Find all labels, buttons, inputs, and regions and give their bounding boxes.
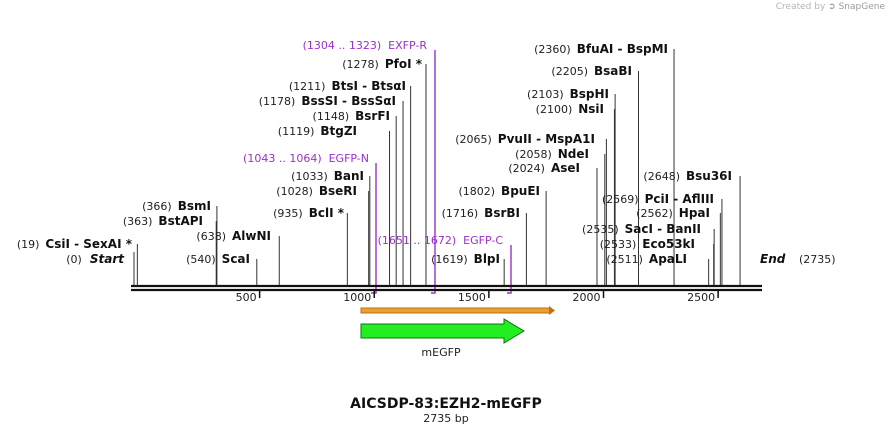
- scale-label-500: 500: [236, 291, 257, 304]
- end-label: End: [760, 252, 786, 266]
- site-pos-blpi: (1619): [431, 253, 468, 266]
- site-name-bsrfi[interactable]: BsrFI: [355, 109, 390, 123]
- site-name-asei[interactable]: AseI: [551, 161, 580, 175]
- orf-bar[interactable]: [360, 307, 552, 314]
- credit-text: Created by: [775, 2, 826, 12]
- site-name-btgzi[interactable]: BtgZI: [320, 124, 357, 138]
- start-pos: (0): [66, 253, 82, 266]
- primer-layer: EGFP-N (1043 .. 1064) EXFP-R (1304 .. 1323)…: [243, 39, 512, 294]
- site-name-blpi[interactable]: BlpI: [474, 252, 500, 266]
- site-pos-bcli: (935): [273, 207, 303, 220]
- site-name-csii[interactable]: CsiI - SexAI *: [45, 237, 132, 251]
- site-pos-bani: (1033): [291, 170, 328, 183]
- site-pos-bseri: (1028): [276, 185, 313, 198]
- primer-pos-egfp-c: (1651 .. 1672): [378, 234, 457, 247]
- site-name-hpai[interactable]: HpaI: [679, 206, 710, 220]
- site-pos-bsu36i: (2648): [643, 170, 680, 183]
- snapgene-logo-icon: ➲: [828, 2, 836, 12]
- map-title: AICSDP-83:EZH2-mEGFP: [350, 396, 542, 412]
- end-pos: (2735): [799, 253, 836, 266]
- site-pos-pcli: (2569): [602, 193, 639, 206]
- site-name-bfuai[interactable]: BfuAI - BspMI: [577, 42, 668, 56]
- site-pos-nsii: (2100): [536, 103, 573, 116]
- site-pos-bsmi: (366): [142, 200, 172, 213]
- site-pos-bstapi: (363): [123, 215, 153, 228]
- orf-bar-arrow-icon: [549, 306, 555, 315]
- site-name-bstapi[interactable]: BstAPI: [158, 214, 203, 228]
- site-pos-eco53ki: (2533): [600, 238, 637, 251]
- mEGFP-feature-arrow[interactable]: [360, 318, 525, 344]
- site-labels: CsiI - SexAI * (19) BstAPI (363) BsmI (366) Sc…: [17, 42, 836, 266]
- site-name-scai[interactable]: ScaI: [222, 252, 250, 266]
- site-name-pvuii[interactable]: PvuII - MspA1I: [498, 132, 595, 146]
- site-pos-bpuei: (1802): [458, 185, 495, 198]
- site-name-bseri[interactable]: BseRI: [319, 184, 357, 198]
- site-pos-saci: (2535): [582, 223, 619, 236]
- primer-pos-exfp-r: (1304 .. 1323): [303, 39, 382, 52]
- credit-brand: SnapGene: [838, 2, 885, 12]
- primer-name-exfp-r[interactable]: EXFP-R: [388, 39, 427, 52]
- scale-label-1500: 1500: [458, 291, 486, 304]
- feature-layer: mEGFP: [360, 306, 555, 359]
- start-label: Start: [90, 252, 125, 266]
- scale-label-2000: 2000: [573, 291, 601, 304]
- site-pos-bsphi: (2103): [527, 88, 564, 101]
- site-pos-bsrfi: (1148): [313, 110, 350, 123]
- site-name-pfoi[interactable]: PfoI *: [385, 57, 423, 71]
- site-lines: [133, 49, 741, 285]
- scale-label-1000: 1000: [343, 291, 371, 304]
- site-name-bsabi[interactable]: BsaBI: [594, 64, 632, 78]
- map-subtitle: 2735 bp: [423, 412, 468, 425]
- site-name-bsrbi[interactable]: BsrBI: [484, 206, 520, 220]
- primer-name-egfp-c[interactable]: EGFP-C: [463, 234, 503, 247]
- scale-ticks: 500 1000 1500 2000 2500: [236, 291, 719, 304]
- mEGFP-feature-label: mEGFP: [421, 346, 461, 359]
- site-pos-bsssi: (1178): [259, 95, 296, 108]
- site-pos-pvuii: (2065): [455, 133, 492, 146]
- site-name-bani[interactable]: BanI: [334, 169, 364, 183]
- site-pos-hpai: (2562): [636, 207, 673, 220]
- scale-label-2500: 2500: [687, 291, 715, 304]
- primer-name-egfp-n[interactable]: EGFP-N: [329, 152, 369, 165]
- site-name-btsi[interactable]: BtsI - BtsαI: [331, 79, 406, 93]
- site-pos-apali: (2511): [606, 253, 643, 266]
- site-pos-asei: (2024): [508, 162, 545, 175]
- site-name-bsmi[interactable]: BsmI: [178, 199, 211, 213]
- site-pos-btgzi: (1119): [278, 125, 315, 138]
- site-pos-alwni: (638): [196, 230, 226, 243]
- site-name-nsii[interactable]: NsiI: [578, 102, 604, 116]
- dna-backbone: [131, 284, 762, 292]
- site-name-bsphi[interactable]: BspHI: [570, 87, 609, 101]
- site-name-apali[interactable]: ApaLI: [649, 252, 687, 266]
- site-name-bsu36i[interactable]: Bsu36I: [686, 169, 732, 183]
- snapgene-credit: Created by ➲ SnapGene: [776, 2, 885, 12]
- site-pos-bfuai: (2360): [534, 43, 571, 56]
- site-pos-ndei: (2058): [515, 148, 552, 161]
- site-pos-bsabi: (2205): [551, 65, 588, 78]
- site-name-saci[interactable]: SacI - BanII: [625, 222, 701, 236]
- site-name-ndei[interactable]: NdeI: [558, 147, 589, 161]
- site-name-bpuei[interactable]: BpuEI: [501, 184, 540, 198]
- site-name-bcli[interactable]: BclI *: [309, 206, 345, 220]
- site-name-alwni[interactable]: AlwNI: [232, 229, 271, 243]
- site-pos-csii: (19): [17, 238, 40, 251]
- site-pos-scai: (540): [186, 253, 216, 266]
- site-pos-btsi: (1211): [289, 80, 326, 93]
- site-name-bsssi[interactable]: BssSI - BssSαI: [301, 94, 396, 108]
- site-pos-bsrbi: (1716): [442, 207, 479, 220]
- primer-pos-egfp-n: (1043 .. 1064): [243, 152, 322, 165]
- site-name-pcli[interactable]: PciI - AflIII: [645, 192, 714, 206]
- site-name-eco53ki[interactable]: Eco53kI: [642, 237, 695, 251]
- site-pos-pfoi: (1278): [342, 58, 379, 71]
